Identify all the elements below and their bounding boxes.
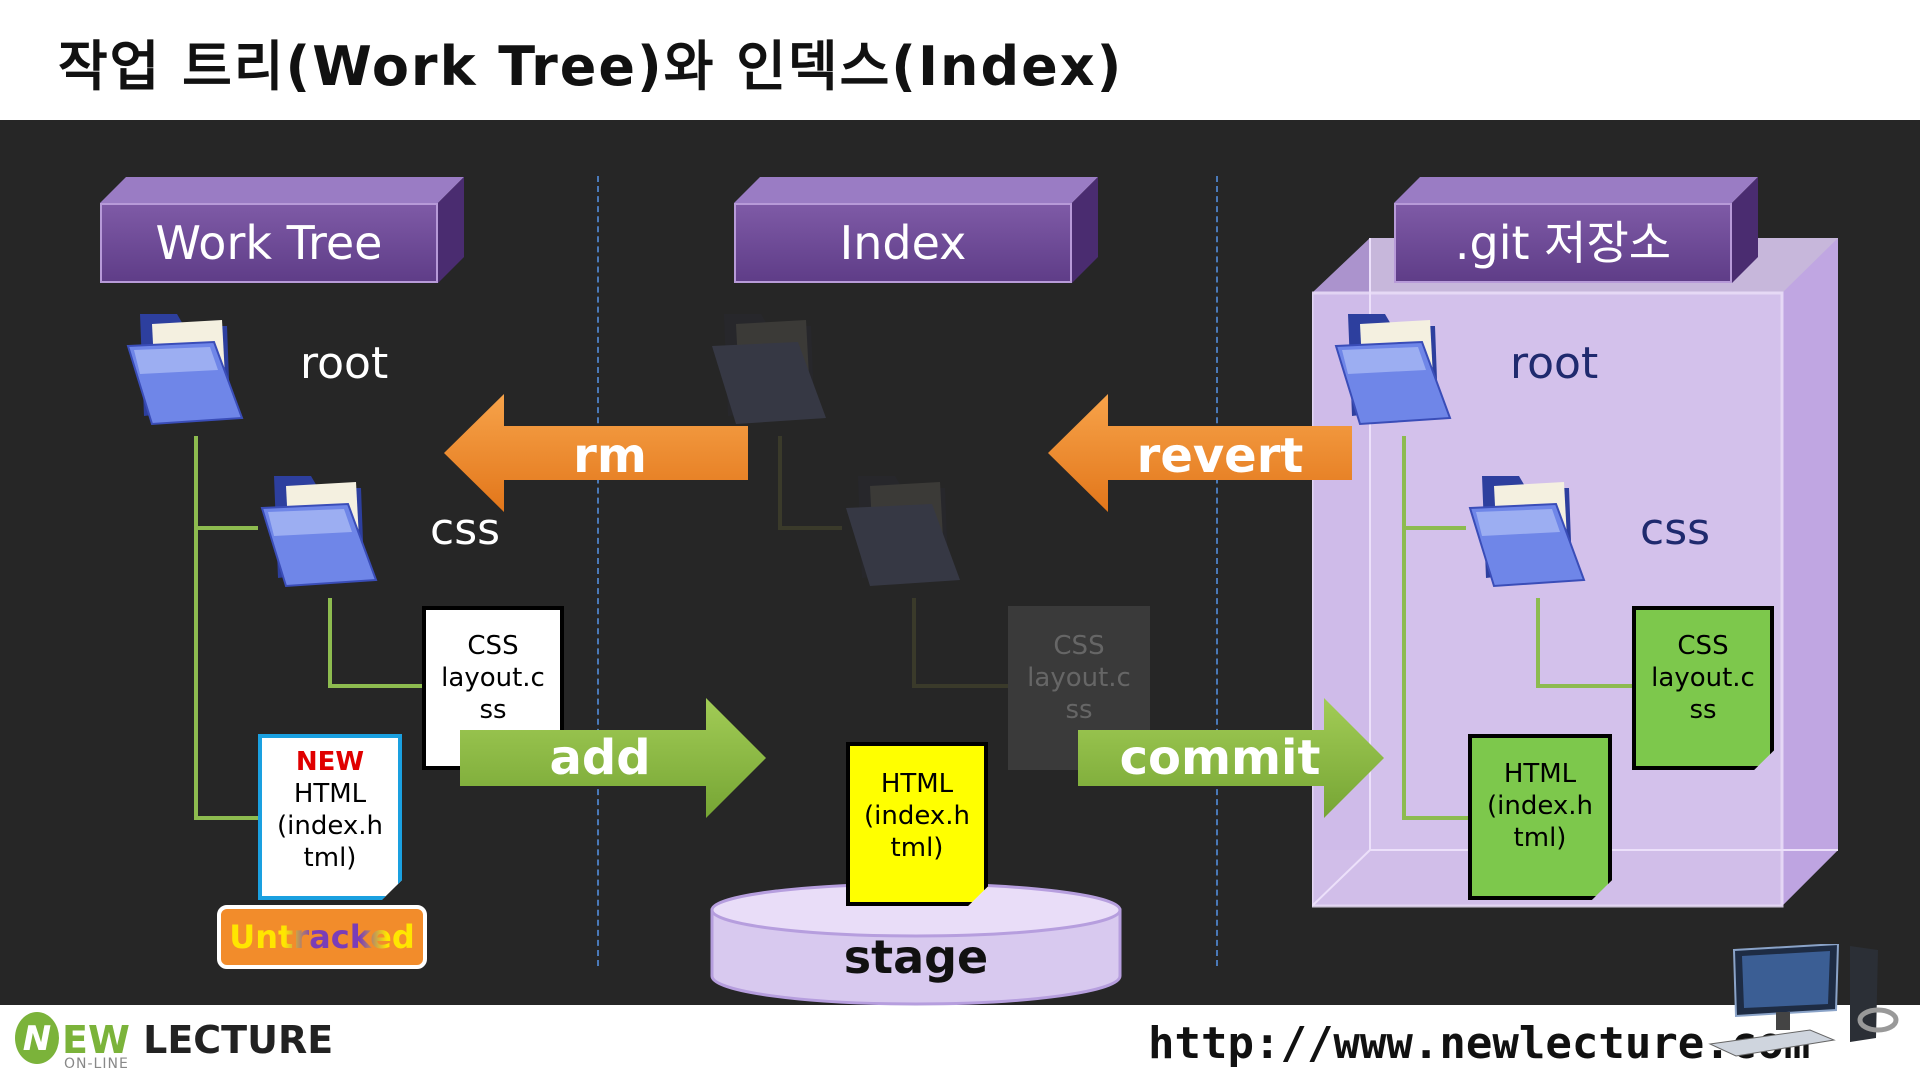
stage-label: stage xyxy=(843,930,989,984)
file-line: layout.c xyxy=(441,663,545,693)
logo-subtitle: ON-LINE xyxy=(64,1056,129,1072)
tree-connector xyxy=(328,684,424,688)
revert-arrow xyxy=(1048,394,1352,512)
header-index-label: Index xyxy=(734,203,1072,283)
file-line: tml) xyxy=(303,843,357,873)
tree-connector xyxy=(1402,816,1470,820)
tree-connector-dim xyxy=(912,684,1010,688)
header-repository-label: .git 저장소 xyxy=(1394,203,1732,283)
tree-connector xyxy=(1402,526,1466,530)
file-line: HTML xyxy=(1503,759,1577,789)
file-line: layout.c xyxy=(1651,663,1755,693)
file-line: HTML xyxy=(880,769,954,799)
computer-illustration-icon xyxy=(1708,944,1899,1057)
logo-lecture: LECTURE xyxy=(129,1018,334,1062)
tree-connector-dim xyxy=(778,526,842,530)
tree-connector xyxy=(1536,598,1540,688)
file-line: HTML xyxy=(293,779,367,809)
header-index: Index xyxy=(734,177,1099,285)
html-file-staged: HTML (index.h tml) xyxy=(846,742,988,906)
header-repository: .git 저장소 xyxy=(1394,177,1759,285)
header-3d-edge xyxy=(734,177,1098,283)
tree-connector xyxy=(194,436,198,818)
untracked-badge: Untracked xyxy=(217,905,427,969)
add-arrow xyxy=(460,698,766,818)
file-line: (index.h xyxy=(1486,791,1594,821)
tree-connector xyxy=(194,526,258,530)
rm-arrow xyxy=(444,394,748,512)
tree-connector-dim xyxy=(912,598,916,688)
logo-ew: EW xyxy=(62,1018,130,1062)
file-line: ss xyxy=(1065,695,1093,725)
css-folder-dim-icon xyxy=(846,476,960,586)
file-line: CSS xyxy=(1677,631,1729,661)
root-folder-dim-icon xyxy=(712,314,826,424)
commit-arrow xyxy=(1078,698,1384,818)
logo-n: N xyxy=(23,1019,51,1059)
root-label-repo: root xyxy=(1510,338,1599,389)
header-3d-edge xyxy=(100,177,464,283)
header-work-tree: Work Tree xyxy=(100,177,465,285)
file-line: (index.h xyxy=(863,801,971,831)
file-line: ss xyxy=(479,695,507,725)
tree-connector xyxy=(328,598,332,688)
tree-connector xyxy=(194,816,262,820)
header-3d-edge xyxy=(1394,177,1758,283)
file-line: layout.c xyxy=(1027,663,1131,693)
new-badge: NEW xyxy=(295,747,365,777)
file-line: CSS xyxy=(1053,631,1105,661)
css-folder-icon xyxy=(260,476,378,588)
tree-connector xyxy=(1402,436,1406,820)
root-folder-icon xyxy=(126,314,244,426)
rm-label: rm xyxy=(573,428,647,484)
html-file-repo: HTML (index.h tml) xyxy=(1468,734,1612,900)
newlecture-logo-icon: N xyxy=(15,1012,59,1064)
column-divider-right xyxy=(1216,176,1218,966)
logo-wordmark: EW LECTURE xyxy=(62,1018,333,1062)
header-work-tree-label: Work Tree xyxy=(100,203,438,283)
tree-connector xyxy=(1536,684,1634,688)
page-title: 작업 트리(Work Tree)와 인덱스(Index) xyxy=(58,35,1124,98)
column-divider-left xyxy=(597,176,599,966)
add-label: add xyxy=(549,730,651,786)
css-folder-label: css xyxy=(430,504,501,555)
file-line: ss xyxy=(1689,695,1717,725)
site-url[interactable]: http://www.newlecture.com xyxy=(1148,1018,1811,1069)
css-folder-repo-label: css xyxy=(1640,504,1711,555)
css-folder-repo-icon xyxy=(1468,476,1586,588)
html-file-untracked: NEW HTML (index.h tml) xyxy=(258,734,402,900)
untracked-label: Untracked xyxy=(229,918,415,956)
file-line: tml) xyxy=(1513,823,1567,853)
root-label: root xyxy=(300,338,389,389)
commit-label: commit xyxy=(1119,730,1321,786)
file-line: CSS xyxy=(467,631,519,661)
file-line: (index.h xyxy=(276,811,384,841)
root-folder-repo-icon xyxy=(1334,314,1452,426)
revert-label: revert xyxy=(1136,428,1304,484)
tree-connector-dim xyxy=(778,436,782,526)
stage-cylinder xyxy=(710,882,1122,1006)
file-line: tml) xyxy=(890,833,944,863)
css-file-repo: CSS layout.c ss xyxy=(1632,606,1774,770)
